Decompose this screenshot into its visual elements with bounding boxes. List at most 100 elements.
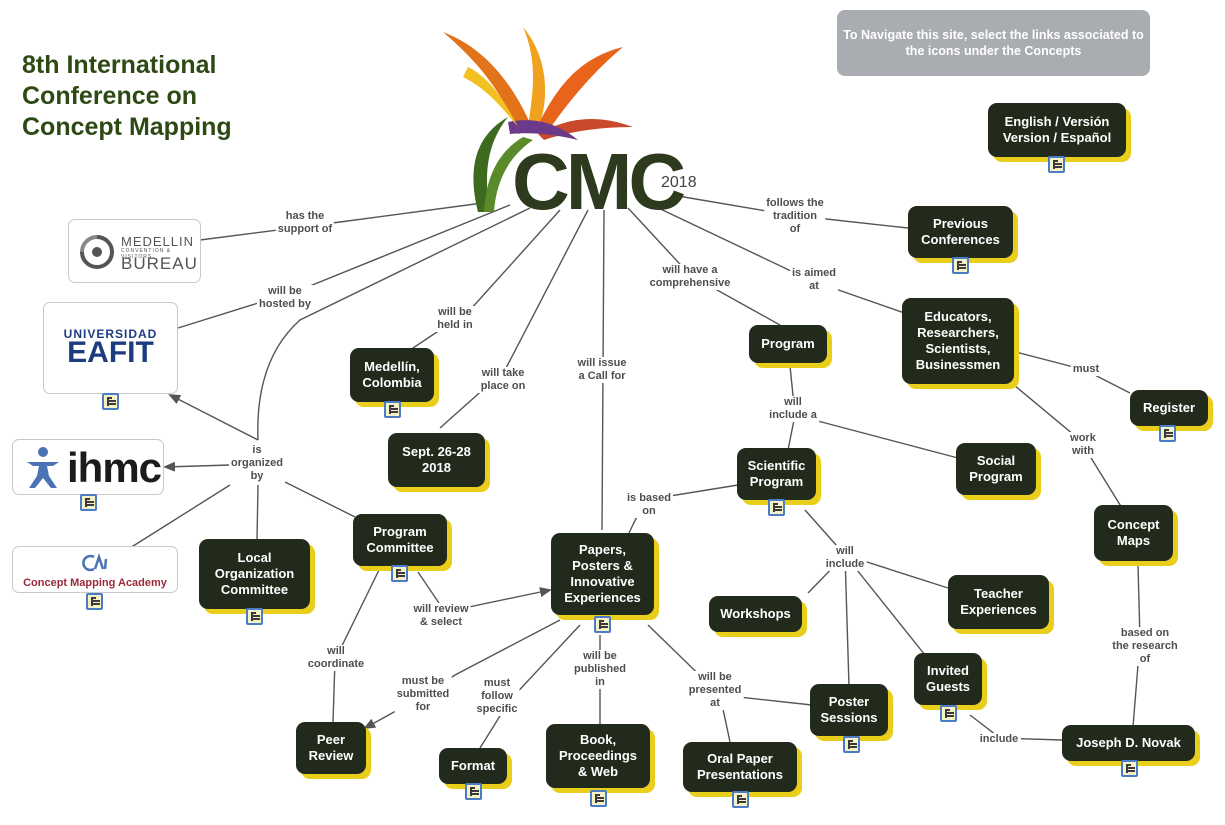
concept-oral-presentations: Oral Paper Presentations xyxy=(683,742,797,792)
medellin-logo-line3: BUREAU xyxy=(121,254,198,273)
oral-presentations-link-icon[interactable] xyxy=(732,791,749,808)
concept-joseph-novak: Joseph D. Novak xyxy=(1062,725,1195,761)
link-label-held-in: will be held in xyxy=(435,306,475,332)
eafit-link-icon[interactable] xyxy=(102,393,119,410)
concept-local-organization: Local Organization Committee xyxy=(199,539,310,609)
ihmc-link-icon[interactable] xyxy=(80,494,97,511)
concept-english-espanol: English / Versión Version / Español xyxy=(988,103,1126,157)
link-label-comprehensive: will have a comprehensive xyxy=(647,264,733,290)
link-label-review-select: will review & select xyxy=(411,603,471,629)
page-title: 8th International Conference on Concept … xyxy=(22,51,232,141)
link-label-hosted-by: will be hosted by xyxy=(257,285,313,311)
eafit-logo-line1: UNIVERSIDAD xyxy=(63,327,158,341)
medellin-emblem-icon xyxy=(80,235,114,269)
concept-program: Program xyxy=(749,325,827,363)
cma-logo-text: Concept Mapping Academy xyxy=(23,577,167,589)
concept-sept-dates: Sept. 26-28 2018 xyxy=(388,433,485,487)
scientific-program-link-icon[interactable] xyxy=(768,499,785,516)
link-label-presented-at: will be presented at xyxy=(686,671,744,710)
concept-invited-guests: Invited Guests xyxy=(914,653,982,705)
node-label: Joseph D. Novak xyxy=(1076,735,1181,750)
link-label-based-research: based on the research of xyxy=(1110,627,1180,666)
node-label: Oral Paper Presentations xyxy=(697,751,783,782)
concept-teacher-experiences: Teacher Experiences xyxy=(948,575,1049,629)
navigation-note: To Navigate this site, select the links … xyxy=(837,10,1150,76)
medellin-logo-line1: MEDELLIN xyxy=(121,234,195,249)
papers-link-icon[interactable] xyxy=(594,616,611,633)
poster-sessions-link-icon[interactable] xyxy=(843,736,860,753)
link-label-include-a: will include a xyxy=(767,396,819,422)
concept-poster-sessions: Poster Sessions xyxy=(810,684,888,736)
medellin-logo-line2: CONVENTION & VISITORS xyxy=(121,248,172,260)
node-label: Workshops xyxy=(720,606,791,621)
concept-social-program: Social Program xyxy=(956,443,1036,495)
concept-program-committee: Program Committee xyxy=(353,514,447,566)
node-label: Book, Proceedings & Web xyxy=(558,732,638,779)
node-label: Program Committee xyxy=(366,524,434,555)
node-label: Format xyxy=(450,758,496,773)
node-label: Local Organization Committee xyxy=(214,550,295,597)
link-label-follows: follows the tradition of xyxy=(764,197,826,236)
ihmc-logo-text: ihmc xyxy=(67,444,162,491)
node-label: Peer Review xyxy=(308,732,354,763)
ihmc-logo[interactable]: ihmc xyxy=(12,439,164,495)
eafit-logo-line2: EAFIT xyxy=(67,336,154,369)
concept-book-proceedings: Book, Proceedings & Web xyxy=(546,724,650,788)
link-label-must-submitted: must be submitted for xyxy=(394,675,452,714)
concept-format: Format xyxy=(439,748,507,784)
concept-peer-review: Peer Review xyxy=(296,722,366,774)
link-label-include: include xyxy=(977,733,1021,746)
node-label: Register xyxy=(1142,400,1196,415)
format-link-icon[interactable] xyxy=(465,783,482,800)
concept-medellin-colombia: Medellín, Colombia xyxy=(350,348,434,402)
node-label: Previous Conferences xyxy=(921,216,1000,247)
node-label: Scientific Program xyxy=(747,458,806,489)
cma-link-icon[interactable] xyxy=(86,593,103,610)
link-label-has-support: has the support of xyxy=(275,210,335,236)
node-label: Invited Guests xyxy=(925,663,971,694)
concept-educators: Educators, Researchers, Scientists, Busi… xyxy=(902,298,1014,384)
link-label-work-with: work with xyxy=(1068,432,1098,458)
concept-workshops: Workshops xyxy=(709,596,802,632)
english-espanol-link-icon[interactable] xyxy=(1048,156,1065,173)
cmc-logo-text: CMC xyxy=(512,137,686,226)
cmc-logo-year: 2018 xyxy=(661,174,697,191)
node-label: Teacher Experiences xyxy=(960,586,1037,617)
node-label: Sept. 26-28 2018 xyxy=(402,444,471,475)
concept-previous-conferences: Previous Conferences xyxy=(908,206,1013,258)
link-label-is-based-on: is based on xyxy=(624,492,674,518)
cma-emblem-icon xyxy=(82,553,108,572)
link-label-issue-call: will issue a Call for xyxy=(575,357,629,383)
concept-register: Register xyxy=(1130,390,1208,426)
node-label: Poster Sessions xyxy=(820,694,878,725)
link-label-will-include: will include xyxy=(823,545,867,571)
link-label-coordinate: will coordinate xyxy=(305,645,367,671)
link-label-must: must xyxy=(1070,363,1102,376)
ihmc-figure-icon xyxy=(27,447,59,488)
link-label-take-place: will take place on xyxy=(478,367,528,393)
node-label: Concept Maps xyxy=(1107,517,1160,548)
program-committee-link-icon[interactable] xyxy=(391,565,408,582)
register-link-icon[interactable] xyxy=(1159,425,1176,442)
link-label-organized-by: is organized by xyxy=(229,444,285,483)
novak-link-icon[interactable] xyxy=(1121,760,1138,777)
link-organized-by xyxy=(257,207,531,441)
link-label-aimed-at: is aimed at xyxy=(789,267,839,293)
link-has-support xyxy=(199,201,491,241)
local-organization-link-icon[interactable] xyxy=(246,608,263,625)
eafit-logo[interactable]: UNIVERSIDAD EAFIT xyxy=(43,302,178,394)
invited-guests-link-icon[interactable] xyxy=(940,705,957,722)
book-link-icon[interactable] xyxy=(590,790,607,807)
node-label: Medellín, Colombia xyxy=(362,359,422,390)
medellin-link-icon[interactable] xyxy=(384,401,401,418)
cma-logo[interactable]: Concept Mapping Academy xyxy=(12,546,178,593)
previous-conferences-link-icon[interactable] xyxy=(952,257,969,274)
navigation-note-text: To Navigate this site, select the links … xyxy=(843,28,1144,58)
bird-of-paradise-logo xyxy=(443,27,633,212)
concept-papers: Papers, Posters & Innovative Experiences xyxy=(551,533,654,615)
medellin-bureau-logo[interactable]: MEDELLIN CONVENTION & VISITORS BUREAU xyxy=(68,219,201,283)
concept-scientific-program: Scientific Program xyxy=(737,448,816,500)
link-label-published-in: will be published in xyxy=(572,650,628,689)
node-label: English / Versión Version / Español xyxy=(1002,114,1112,145)
node-label: Educators, Researchers, Scientists, Busi… xyxy=(915,309,1001,372)
